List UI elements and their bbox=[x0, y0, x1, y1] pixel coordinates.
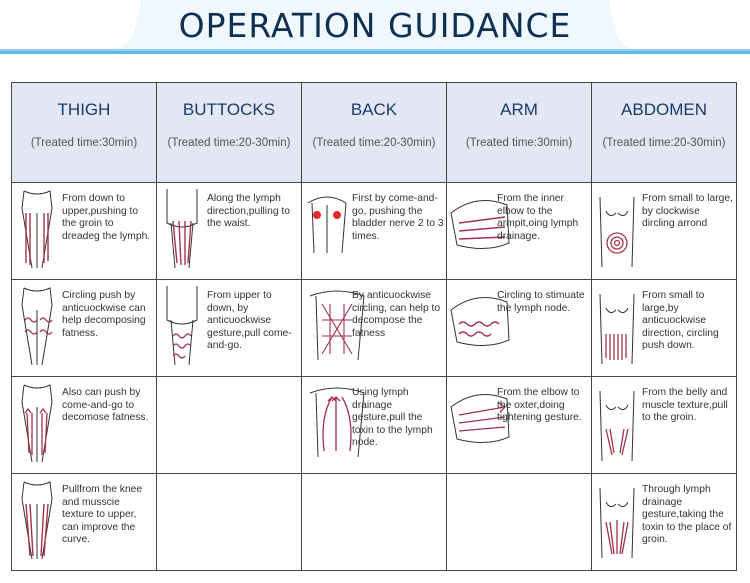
step-text: Through lymph drainage gesture,taking th… bbox=[642, 483, 732, 546]
abdomen-step-4: Through lymph drainage gesture,taking th… bbox=[591, 472, 737, 572]
column-name: BUTTOCKS bbox=[182, 100, 276, 119]
col-abdomen-header: ABDOMEN (Treated time:20-30min) bbox=[591, 81, 737, 184]
page-title: OPERATION GUIDANCE bbox=[178, 6, 572, 45]
back-step-2: By anticuockwise circling, can help to d… bbox=[301, 279, 447, 377]
header-row: THIGH (Treated time:30min) BUTTOCKS (Treat… bbox=[11, 81, 737, 184]
back-step-1: First by come-and-go, pushing the bladde… bbox=[301, 182, 447, 281]
abdomen-illustration bbox=[592, 377, 642, 473]
column-name: ARM bbox=[500, 100, 538, 119]
back-step-3: Using lymph drainage gesture,pull the to… bbox=[301, 376, 447, 474]
step-text bbox=[157, 474, 159, 570]
step-text: From small to large,by anticuockwise dir… bbox=[642, 290, 719, 352]
column-time: (Treated time:30min) bbox=[30, 137, 138, 149]
step-text: Using lymph drainage gesture,pull the to… bbox=[352, 387, 433, 449]
thigh-step-4: Pullfrom the knee and musscie texture to… bbox=[11, 472, 157, 572]
abdomen-illustration bbox=[592, 183, 642, 279]
column-name: ABDOMEN bbox=[621, 100, 707, 119]
back-illustration bbox=[302, 280, 365, 376]
buttocks-step-3 bbox=[156, 376, 302, 474]
step-text: Also can push by come-and-go to decomose… bbox=[62, 387, 149, 424]
arm-step-1: From the inner elbow to the armpit,oing … bbox=[446, 182, 592, 281]
arm-illustration bbox=[447, 183, 510, 279]
col-thigh-header: THIGH (Treated time:30min) bbox=[11, 81, 157, 184]
buttocks-step-2: From upper to down, by anticuockwise ges… bbox=[156, 279, 302, 377]
table-row: Circling push by anticuockwise can help … bbox=[11, 279, 737, 377]
step-text: From down to upper,pushing to the groin … bbox=[62, 193, 151, 242]
back-illustration bbox=[302, 183, 352, 279]
column-time: (Treated time:30min) bbox=[465, 137, 573, 149]
step-text bbox=[157, 377, 159, 473]
column-time: (Treated time:20-30min) bbox=[602, 137, 726, 149]
step-text bbox=[447, 474, 449, 570]
column-name: BACK bbox=[350, 100, 398, 119]
column-name: THIGH bbox=[57, 100, 111, 119]
step-text: Along the lymph direction,pulling to the… bbox=[207, 193, 290, 230]
buttocks-step-1: Along the lymph direction,pulling to the… bbox=[156, 182, 302, 281]
step-text: Circling to stimuate the lymph node. bbox=[497, 290, 585, 314]
table-row: Pullfrom the knee and musscie texture to… bbox=[11, 472, 737, 572]
thigh-illustration bbox=[12, 474, 62, 570]
column-time: (Treated time:20-30min) bbox=[167, 137, 291, 149]
thigh-illustration bbox=[12, 377, 62, 473]
guidance-table: THIGH (Treated time:30min) BUTTOCKS (Treat… bbox=[11, 81, 737, 572]
abdomen-step-3: From the belly and muscle texture,pull t… bbox=[591, 376, 737, 474]
column-time: (Treated time:20-30min) bbox=[312, 137, 436, 149]
buttocks-step-4 bbox=[156, 472, 302, 572]
step-text: From the inner elbow to the armpit,oing … bbox=[497, 193, 579, 242]
step-text bbox=[302, 474, 304, 570]
step-text: From small to large, by clockwise dircli… bbox=[642, 193, 733, 230]
step-text: By anticuockwise circling, can help to d… bbox=[352, 290, 441, 339]
buttocks-illustration bbox=[157, 183, 207, 279]
step-text: From the belly and muscle texture,pull t… bbox=[642, 387, 728, 424]
col-back-header: BACK (Treated time:20-30min) bbox=[301, 81, 447, 184]
abdomen-step-1: From small to large, by clockwise dircli… bbox=[591, 182, 737, 281]
abdomen-illustration bbox=[592, 280, 642, 376]
thigh-illustration bbox=[12, 183, 62, 279]
step-text: First by come-and-go, pushing the bladde… bbox=[352, 193, 444, 242]
arm-step-2: Circling to stimuate the lymph node. bbox=[446, 279, 592, 377]
step-text: From the elbow to the oxter,doing tighte… bbox=[497, 387, 582, 424]
arm-illustration bbox=[447, 280, 510, 376]
arm-step-3: From the elbow to the oxter,doing tighte… bbox=[446, 376, 592, 474]
arm-illustration bbox=[447, 377, 510, 473]
buttocks-illustration bbox=[157, 280, 207, 376]
thigh-illustration bbox=[12, 280, 62, 376]
table-row: From down to upper,pushing to the groin … bbox=[11, 182, 737, 281]
col-buttocks-header: BUTTOCKS (Treated time:20-30min) bbox=[156, 81, 302, 184]
step-text: Pullfrom the knee and musscie texture to… bbox=[62, 483, 143, 546]
back-step-4 bbox=[301, 472, 447, 572]
step-text: From upper to down, by anticuockwise ges… bbox=[207, 290, 292, 352]
title-banner bbox=[0, 0, 750, 54]
thigh-step-2: Circling push by anticuockwise can help … bbox=[11, 279, 157, 377]
thigh-step-3: Also can push by come-and-go to decomose… bbox=[11, 376, 157, 474]
thigh-step-1: From down to upper,pushing to the groin … bbox=[11, 182, 157, 281]
col-arm-header: ARM (Treated time:30min) bbox=[446, 81, 592, 184]
table-row: Also can push by come-and-go to decomose… bbox=[11, 376, 737, 474]
step-text: Circling push by anticuockwise can help … bbox=[62, 290, 146, 339]
abdomen-illustration bbox=[592, 474, 642, 570]
abdomen-step-2: From small to large,by anticuockwise dir… bbox=[591, 279, 737, 377]
back-illustration bbox=[302, 377, 365, 473]
arm-step-4 bbox=[446, 472, 592, 572]
